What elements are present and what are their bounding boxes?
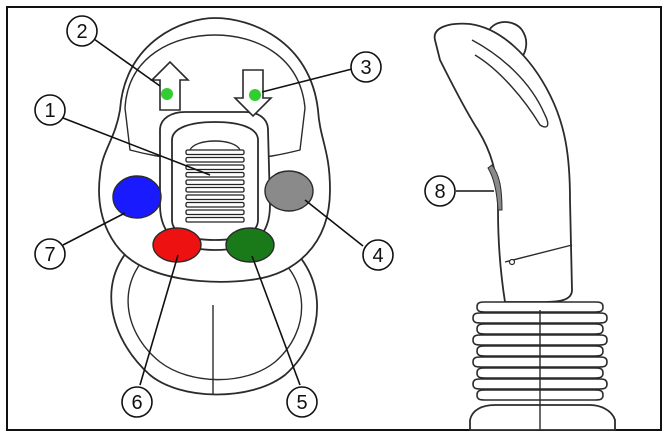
thumb-roller-icon[interactable] [185, 140, 245, 223]
callout-2: 2 [66, 15, 98, 47]
joystick-base-inner-outline [127, 244, 303, 381]
bellows-ring [476, 301, 604, 313]
roller-ridge [185, 216, 245, 223]
callout-7: 7 [34, 238, 66, 270]
callout-8: 8 [424, 175, 456, 207]
callout-3: 3 [350, 51, 382, 83]
roller-ridge [185, 179, 245, 186]
joystick-side-view [433, 21, 616, 431]
indicator-led-down [249, 89, 261, 101]
leader-2 [93, 38, 161, 87]
roller-ridge [185, 164, 245, 171]
callout-6: 6 [121, 386, 153, 418]
callout-4-label: 4 [372, 245, 383, 267]
callout-5: 5 [286, 386, 318, 418]
leader-5 [251, 255, 301, 386]
diagram-border [6, 6, 662, 431]
side-grip-body [433, 22, 573, 303]
callout-7-label: 7 [44, 244, 55, 266]
roller-ridge [185, 149, 245, 156]
callout-2-label: 2 [76, 21, 87, 43]
leader-7 [62, 212, 126, 246]
roller-ridge [185, 171, 245, 178]
callout-5-label: 5 [296, 392, 307, 414]
grey-button[interactable] [264, 170, 314, 212]
roller-ridge [185, 186, 245, 193]
leader-3 [261, 68, 353, 93]
roller-ridge [185, 209, 245, 216]
arrow-up-icon [150, 60, 190, 111]
roller-ridge [185, 156, 245, 163]
roller-top-cap [189, 140, 241, 151]
side-grip-screw [508, 258, 516, 266]
callout-4: 4 [362, 239, 394, 271]
callout-6-label: 6 [131, 392, 142, 414]
leader-1 [62, 117, 211, 176]
leader-6 [139, 254, 179, 386]
callout-1: 1 [34, 94, 66, 126]
leader-lines [62, 38, 494, 386]
indicator-led-up [161, 88, 173, 100]
side-trigger-strip[interactable] [487, 164, 503, 211]
callout-8-label: 8 [434, 181, 445, 203]
callout-3-label: 3 [360, 57, 371, 79]
roller-ridge [185, 201, 245, 208]
joystick-top-view [98, 17, 331, 396]
blue-button[interactable] [112, 175, 162, 219]
callout-1-label: 1 [44, 100, 55, 122]
side-base-plate [469, 404, 616, 431]
side-grip-seam [504, 244, 573, 263]
side-grip-finger-curve [471, 39, 549, 128]
leader-4 [304, 199, 364, 247]
roller-ridge [185, 194, 245, 201]
red-button[interactable] [152, 227, 202, 263]
green-button[interactable] [225, 227, 275, 263]
